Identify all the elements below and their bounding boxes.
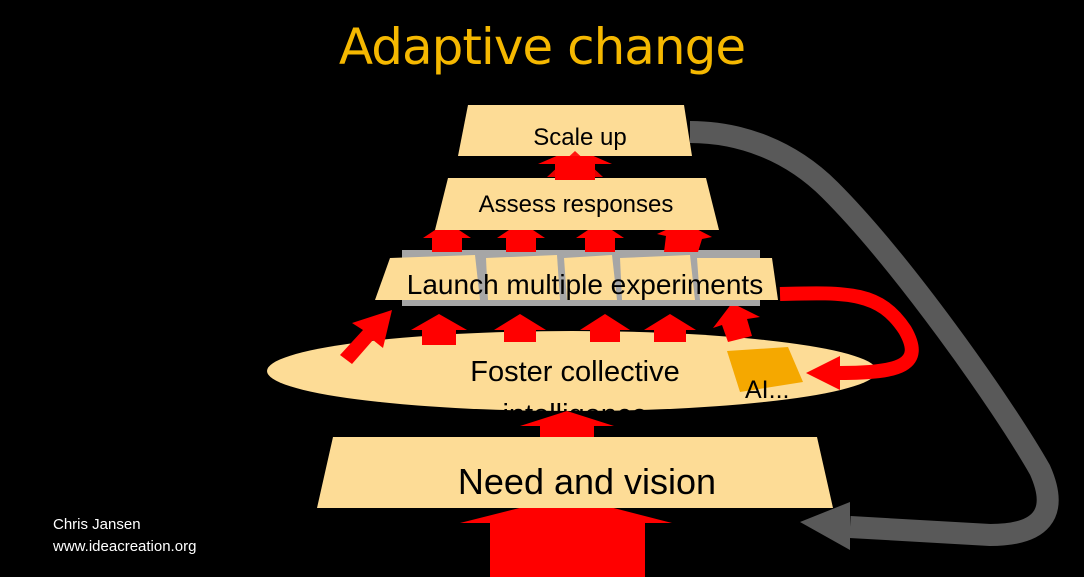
scale-up-arrow-tip (547, 151, 603, 177)
up-arrow (494, 314, 546, 342)
experiment-block (375, 255, 480, 300)
need-vision-shape (317, 437, 833, 508)
up-arrow (576, 222, 624, 252)
need-to-foster-arrow (520, 411, 614, 437)
up-arrow (644, 314, 696, 342)
experiment-block (697, 258, 778, 300)
feedback-loop-arrowhead (800, 502, 850, 550)
foster-ellipse (267, 331, 877, 411)
up-arrow (580, 314, 630, 342)
foster-label-line2: intelligence (502, 399, 647, 431)
experiment-block (486, 255, 560, 300)
experiment-block (620, 255, 695, 300)
ai-box (727, 347, 803, 392)
credit-website: www.ideacreation.org (53, 538, 197, 555)
foster-to-experiments-arrows (340, 303, 760, 364)
assess-label: Assess responses (479, 191, 674, 218)
launch-experiments-label: Launch multiple experiments (407, 269, 763, 300)
up-arrow (713, 303, 760, 342)
experiment-blocks (375, 255, 778, 300)
need-base-arrow (460, 496, 672, 577)
page-title: Adaptive change (338, 18, 746, 76)
experiments-to-ai-arrowhead (806, 356, 840, 390)
up-arrow (340, 310, 392, 364)
need-vision-label: Need and vision (458, 461, 716, 502)
experiment-block (564, 255, 617, 300)
foster-label-line1: Foster collective (470, 356, 680, 388)
scale-up-shape (458, 105, 692, 156)
up-arrow (411, 314, 467, 345)
experiments-to-ai-loop (779, 286, 919, 380)
assess-shape (435, 178, 719, 230)
ai-label: AI... (745, 376, 789, 404)
up-arrow (423, 222, 471, 252)
feedback-loop-arrow (689, 121, 1059, 547)
scale-up-label: Scale up (533, 124, 626, 151)
up-arrow (497, 222, 545, 252)
credit-author: Chris Jansen (53, 516, 141, 533)
